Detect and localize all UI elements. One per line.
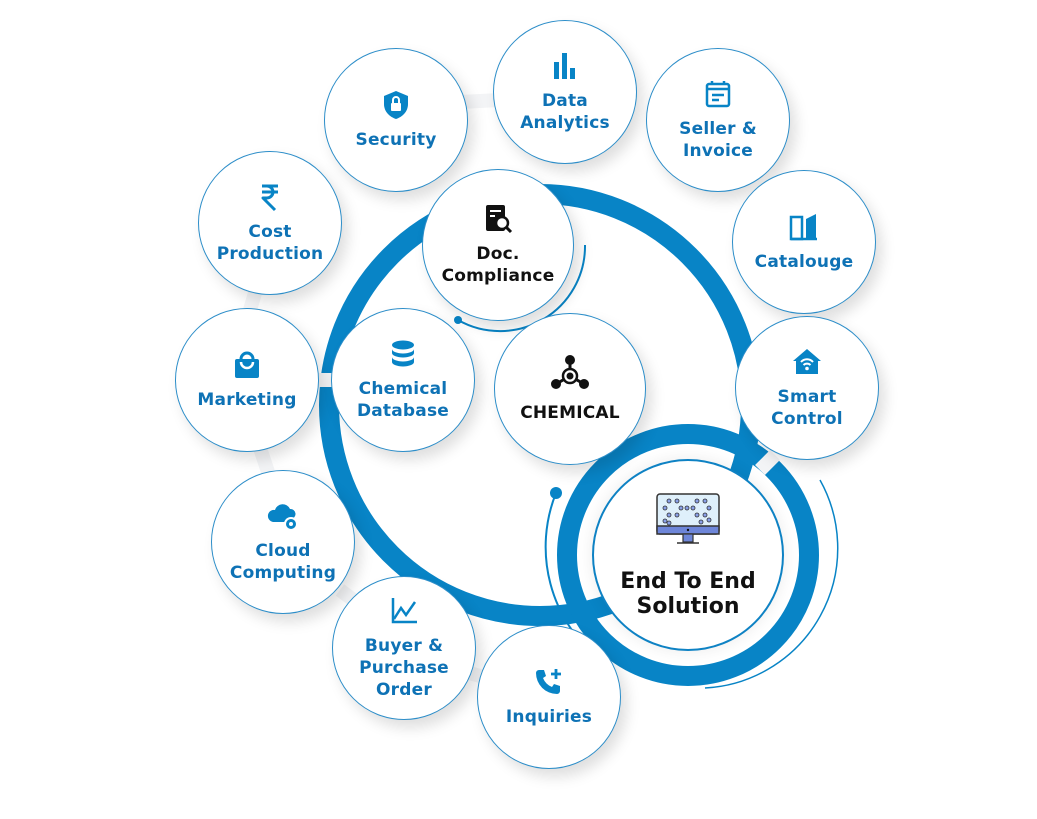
line-chart-icon — [388, 595, 420, 627]
database-icon — [387, 338, 419, 370]
node-label: Seller & Invoice — [679, 119, 757, 161]
node-label: Buyer & Purchase Order — [359, 636, 449, 700]
node-seller-invoice[interactable]: Seller & Invoice — [646, 48, 790, 192]
rupee-icon — [254, 181, 286, 213]
node-label: Data Analytics — [520, 91, 610, 133]
hub-ring — [557, 424, 819, 686]
node-cost-production[interactable]: Cost Production — [198, 151, 342, 295]
hub-label: End To End Solution — [620, 568, 756, 619]
monitor-network-icon — [655, 492, 721, 555]
chemical-molecule-icon — [550, 354, 590, 394]
node-label: Marketing — [197, 390, 297, 410]
node-security[interactable]: Security — [324, 48, 468, 192]
node-label: Catalouge — [754, 252, 854, 272]
node-label: Smart Control — [771, 387, 843, 429]
connector — [755, 450, 780, 475]
shopping-bag-icon — [231, 349, 263, 381]
node-label: Cloud Computing — [229, 541, 337, 583]
compliance-arc-dot — [454, 316, 462, 324]
smart-home-wifi-icon — [791, 346, 823, 378]
node-label: Security — [355, 130, 437, 150]
phone-plus-icon — [533, 666, 565, 698]
open-book-icon — [788, 211, 820, 243]
node-marketing[interactable]: Marketing — [175, 308, 319, 452]
hub-arc-dot — [550, 487, 562, 499]
node-smart-control[interactable]: Smart Control — [735, 316, 879, 460]
hub-end-to-end-solution[interactable]: End To End Solution — [592, 459, 784, 651]
node-chemical[interactable]: CHEMICAL — [494, 313, 646, 465]
node-label: CHEMICAL — [520, 403, 620, 423]
node-catalouge[interactable]: Catalouge — [732, 170, 876, 314]
node-cloud-computing[interactable]: Cloud Computing — [211, 470, 355, 614]
shield-lock-icon — [380, 89, 412, 121]
hub-arc-right — [704, 479, 839, 689]
node-label: Cost Production — [216, 222, 324, 264]
calendar-invoice-icon — [702, 78, 734, 110]
node-data-analytics[interactable]: Data Analytics — [493, 20, 637, 164]
node-chemical-database[interactable]: Chemical Database — [331, 308, 475, 452]
node-label: Chemical Database — [356, 379, 450, 421]
node-inquiries[interactable]: Inquiries — [477, 625, 621, 769]
node-label: Inquiries — [505, 707, 593, 727]
connector — [253, 445, 275, 475]
bar-chart-icon — [549, 50, 581, 82]
cloud-gear-icon — [267, 500, 299, 532]
node-buyer-purchase-order[interactable]: Buyer & Purchase Order — [332, 576, 476, 720]
document-search-icon — [482, 203, 514, 235]
node-doc-compliance[interactable]: Doc. Compliance — [422, 169, 574, 321]
connector — [243, 291, 262, 312]
node-label: Doc. Compliance — [441, 244, 555, 286]
